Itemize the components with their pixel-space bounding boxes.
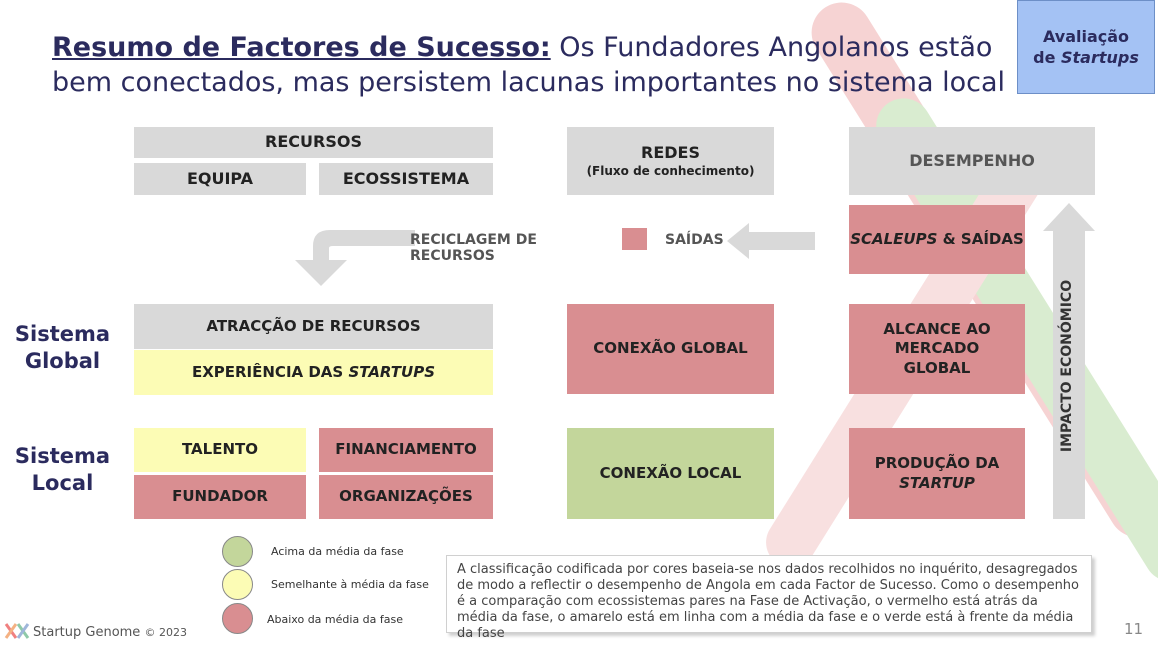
founder-box: FUNDADOR: [134, 475, 306, 519]
legend-swatch-below: [222, 603, 253, 634]
organizations-box: ORGANIZAÇÕES: [319, 475, 493, 519]
scaleups-label: SCALEUPS & SAÍDAS: [850, 230, 1024, 250]
page-number: 11: [1124, 620, 1144, 638]
footer-brand-name: Startup Genome: [33, 625, 141, 640]
assessment-badge: Avaliação de Startups: [1017, 0, 1155, 94]
legend-label-above: Acima da média da fase: [271, 545, 404, 558]
economic-impact-label: IMPACTO ECONÓMICO: [1059, 279, 1075, 453]
legend-label-below: Abaixo da média da fase: [267, 613, 404, 626]
footer-brand: Startup Genome © 2023: [33, 625, 187, 640]
startup-experience-prefix: EXPERIÊNCIA DAS: [191, 362, 349, 381]
networks-header: REDES (Fluxo de conhecimento): [567, 127, 774, 195]
badge-line1: Avaliação: [1042, 27, 1130, 46]
badge-line2-prefix: de: [1033, 48, 1061, 67]
up-arrow-icon: [1043, 203, 1095, 519]
startup-production-italic: STARTUP: [899, 473, 975, 492]
scaleups-exits-box: SCALEUPS & SAÍDAS: [849, 205, 1025, 274]
methodology-note: A classificação codificada por cores bas…: [446, 555, 1092, 641]
talent-box: TALENTO: [134, 428, 306, 472]
legend-swatch-above: [222, 536, 253, 567]
title-bold: Resumo de Factores de Sucesso:: [52, 32, 551, 63]
recycling-status-swatch: [622, 228, 647, 250]
startup-production-box: PRODUÇÃO DA STARTUP: [849, 428, 1025, 519]
badge-line2: de Startups: [1033, 47, 1139, 68]
exits-label: SAÍDAS: [665, 232, 724, 248]
team-header: EQUIPA: [134, 163, 306, 195]
financing-box: FINANCIAMENTO: [319, 428, 493, 472]
startup-production-line1: PRODUÇÃO DA: [874, 454, 1000, 472]
startup-experience-box: EXPERIÊNCIA DAS STARTUPS: [134, 350, 493, 395]
page-title: Resumo de Factores de Sucesso: Os Fundad…: [52, 30, 1012, 100]
scaleups-rest: & SAÍDAS: [937, 229, 1024, 248]
resources-header: RECURSOS: [134, 127, 493, 158]
performance-header: DESEMPENHO: [849, 127, 1095, 195]
networks-subtitle: (Fluxo de conhecimento): [586, 163, 755, 178]
legend-swatch-similar: [222, 569, 253, 600]
local-system-label: Sistema Local: [14, 444, 111, 495]
global-connection-box: CONEXÃO GLOBAL: [567, 304, 774, 394]
scaleups-italic: SCALEUPS: [850, 229, 938, 248]
global-system-label: Sistema Global: [14, 322, 111, 373]
startup-experience-italic: STARTUPS: [348, 362, 436, 381]
curved-arrow-icon: [295, 230, 415, 286]
title-rest: Os Fundadores Angolanos estão bem conect…: [52, 32, 1006, 98]
startup-genome-logo-icon: [4, 623, 30, 639]
ecosystem-header: ECOSSISTEMA: [319, 163, 493, 195]
badge-line2-italic: Startups: [1061, 48, 1139, 67]
global-market-reach-box: ALCANCE AO MERCADO GLOBAL: [849, 304, 1025, 394]
local-connection-box: CONEXÃO LOCAL: [567, 428, 774, 519]
left-arrow-icon: [727, 223, 815, 259]
footer-copyright: © 2023: [144, 626, 187, 639]
recycling-label: RECICLAGEM DE RECURSOS: [410, 232, 537, 264]
legend-label-similar: Semelhante à média da fase: [271, 578, 429, 591]
networks-title: REDES: [641, 142, 700, 162]
resource-attraction-box: ATRACÇÃO DE RECURSOS: [134, 304, 493, 349]
startup-experience-label: EXPERIÊNCIA DAS STARTUPS: [192, 363, 435, 383]
